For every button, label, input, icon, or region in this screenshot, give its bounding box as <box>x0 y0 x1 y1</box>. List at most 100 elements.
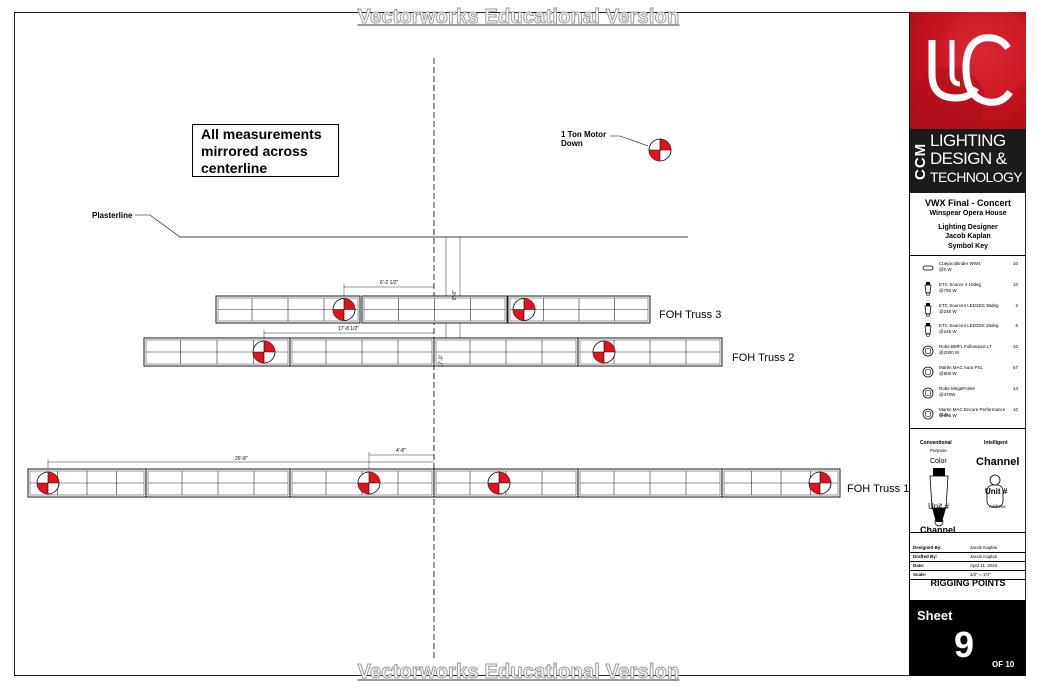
ellipsoidal-icon <box>924 281 932 296</box>
symbol-key-qty: 10 <box>1012 406 1018 412</box>
rigging-point-icon <box>252 340 276 364</box>
ldt-line1: LIGHTING <box>930 131 1006 150</box>
symbol-key-qty: 10 <box>1012 344 1018 350</box>
truss-layer <box>27 295 841 498</box>
wash-icon <box>922 366 934 378</box>
symbol-key-power: @596 W <box>939 412 957 418</box>
ldt-wordmark: LIGHTING DESIGN & TECHNOLOGY <box>930 132 1026 186</box>
designer-name: Jacob Kaplan <box>945 233 991 240</box>
profile-icon <box>922 408 934 419</box>
sheet-total: OF 10 <box>992 660 1015 669</box>
symbol-key-power: @750 W <box>939 287 957 293</box>
sheet-number: 9 <box>954 624 975 665</box>
rigging-point-icon <box>487 471 511 495</box>
rigging-point-layer <box>36 298 832 495</box>
designer-role: Lighting Designer <box>938 224 998 231</box>
symbol-key-qty: 10 <box>1012 281 1018 287</box>
symbol-key-power: @246 W <box>939 308 957 314</box>
truss2-segment <box>433 337 579 367</box>
legend-unit-right: Unit # <box>985 487 1008 496</box>
motor-symbol <box>648 138 672 162</box>
rigging-point-icon <box>592 340 616 364</box>
instrument-legend: Conventional Intelligent Purpose Color C… <box>910 428 1026 545</box>
info-value: 1/2" = 1'0" <box>970 572 991 577</box>
symbol-key-name: ETC Source4 LED2DS 36deg <box>939 302 999 308</box>
motor-note-line1: 1 Ton Motor <box>561 130 607 139</box>
dim-truss1-span: 26'-8" <box>235 456 248 462</box>
mirror-note: All measurements mirrored across centerl… <box>192 124 339 177</box>
motor-note-line2: Down <box>561 139 583 148</box>
divider <box>910 532 1026 533</box>
intelligent-symbol-icon <box>986 474 1004 508</box>
mirror-note-line2: mirrored across <box>201 143 308 159</box>
info-row: Drafted By:Jacob Kaplan <box>910 552 1026 562</box>
symbol-key-name: Martin MAC Encore Performance CLD <box>939 406 1006 417</box>
truss2-label: FOH Truss 2 <box>732 352 795 364</box>
motor-note: 1 Ton Motor Down <box>561 130 606 148</box>
info-row: Date: April 11, 2024 <box>910 561 1026 571</box>
info-value: Jacob Kaplan <box>970 545 998 550</box>
info-key: Drafted By: <box>913 554 938 559</box>
ccm-lighting-banner: CCM LIGHTING DESIGN & TECHNOLOGY <box>910 129 1026 193</box>
ccm-wordmark: CCM <box>912 142 929 180</box>
symbol-key-item: Martin MAC Encore Performance CLD@596 W 1… <box>910 405 1026 425</box>
dim-truss3-offset: 6'-2 1/2" <box>380 280 399 286</box>
info-key: Scale: <box>913 572 927 577</box>
watermark-bottom: Vectorworks Educational Version <box>357 661 680 684</box>
symbol-key-name: Cuepix Blinder WW4 <box>939 261 981 266</box>
symbol-key-title: Symbol Key <box>947 243 989 250</box>
legend-intelligent: Intelligent <box>984 440 1008 446</box>
dim-truss3-vertical: 8'-0" <box>451 290 458 300</box>
info-row: Scale: 1/2" = 1'0" <box>910 570 1026 580</box>
symbol-key-qty: 67 <box>1012 365 1018 370</box>
uc-logo-icon <box>915 12 1026 129</box>
plasterline-label: Plasterline <box>92 211 133 220</box>
legend-purpose: Purpose <box>930 448 947 453</box>
symbol-key-power: @470W <box>939 391 956 397</box>
ldt-line2: DESIGN & <box>930 149 1007 168</box>
symbol-key-item: Robe BMFL Followspot LT@2000 W 10 <box>910 342 1026 362</box>
symbol-key-item: ETC Source 4 10deg@750 W 10 <box>910 280 1026 300</box>
truss1-segment <box>433 468 579 498</box>
uc-logo <box>910 12 1026 129</box>
rigging-point-icon <box>357 471 381 495</box>
rigging-point-icon <box>808 471 832 495</box>
symbol-key-qty: 2 <box>1015 302 1018 308</box>
truss1-label: FOH Truss 1 <box>847 483 910 495</box>
symbol-key-item: ETC Source4 LED2DS 36deg@246 W 2 <box>910 301 1026 321</box>
symbol-key-power: @246 W <box>939 329 957 335</box>
spot-icon <box>922 387 934 399</box>
led-ellipsoidal-icon <box>924 302 932 317</box>
symbol-key-name: Martin MAC Aura PXL <box>939 365 984 370</box>
symbol-key-name: ETC Source 4 10deg <box>939 281 982 287</box>
drawing-title: RIGGING POINTS <box>930 578 1006 588</box>
legend-conventional: Conventional <box>920 440 952 446</box>
legend-unit-left: Unit # <box>928 502 949 511</box>
symbol-key-power: @2000 W <box>939 350 960 356</box>
led-ellipsoidal-icon <box>924 323 932 338</box>
drawing-border <box>14 12 1026 676</box>
divider <box>910 428 1026 429</box>
symbol-key-qty: 44 <box>1012 385 1018 391</box>
info-key: Date: <box>913 563 925 568</box>
sheet-number-block: Sheet 9 OF 10 <box>910 600 1026 676</box>
symbol-key-name: Robe BMFL Followspot LT <box>939 344 992 350</box>
ldt-line3: TECHNOLOGY <box>930 169 1023 185</box>
info-value: April 11, 2024 <box>970 563 998 568</box>
truss1-segment <box>145 468 291 498</box>
rigging-plot <box>27 58 841 660</box>
truss3-segment <box>361 295 508 324</box>
info-key: Designed By: <box>913 545 942 550</box>
legend-channel-left: Channel <box>920 525 956 535</box>
title-block: CCM LIGHTING DESIGN & TECHNOLOGY VWX Fin… <box>909 12 1026 676</box>
plasterline-leader <box>135 214 181 238</box>
watermark-top: Vectorworks Educational Version <box>357 6 680 29</box>
rigging-point-icon <box>332 298 356 321</box>
divider <box>910 255 1026 256</box>
truss2-segment <box>289 337 435 367</box>
legend-channel-right: Channel <box>976 456 1020 468</box>
